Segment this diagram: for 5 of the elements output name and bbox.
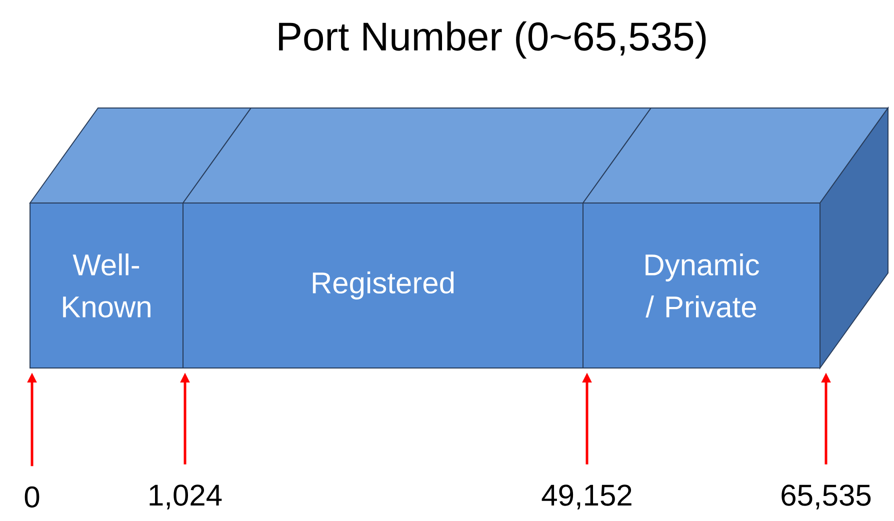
port-number: 65,535 <box>782 484 871 510</box>
port-number: 1,024 <box>150 484 222 510</box>
title: Port Number (0~65,535) <box>279 21 706 59</box>
port-number: 0 <box>24 486 40 508</box>
port-number: 49,152 <box>542 484 632 510</box>
